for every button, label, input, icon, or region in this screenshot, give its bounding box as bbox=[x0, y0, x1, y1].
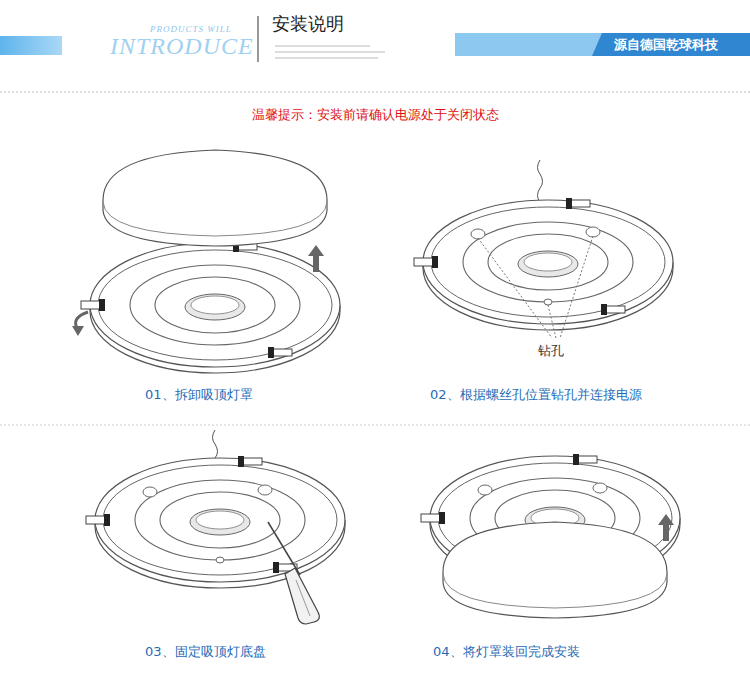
header-small: PRODUCTS WILL bbox=[150, 24, 232, 34]
brand-text: 源自德国乾球科技 bbox=[614, 36, 718, 54]
step-caption: 03、固定吸顶灯底盘 bbox=[145, 643, 266, 661]
step-caption: 01、拆卸吸顶灯罩 bbox=[145, 386, 253, 404]
warning-note: 温馨提示：安装前请确认电源处于关闭状态 bbox=[252, 106, 499, 124]
callout-label: 钻孔 bbox=[536, 342, 566, 360]
page-title: 安装说明 bbox=[272, 12, 344, 36]
brand-band: 源自德国乾球科技 bbox=[590, 33, 750, 56]
header-word: INTRODUCE bbox=[110, 33, 254, 60]
step-caption: 02、根据螺丝孔位置钻孔并连接电源 bbox=[430, 386, 642, 404]
step-caption: 04、将灯罩装回完成安装 bbox=[433, 643, 580, 661]
